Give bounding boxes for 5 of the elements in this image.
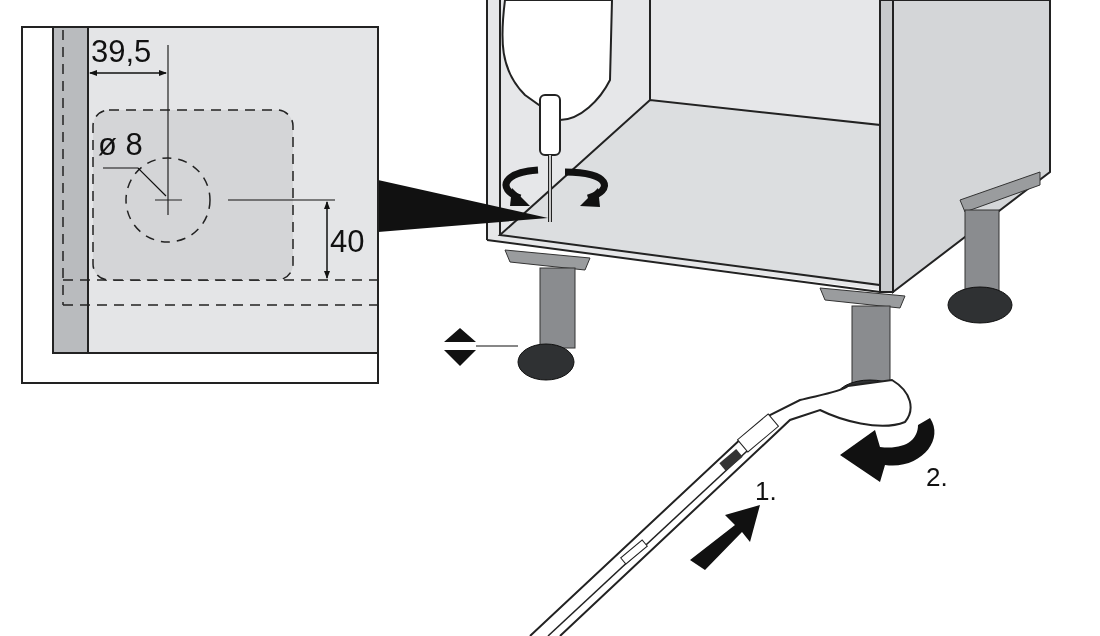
step-number: 1. bbox=[755, 478, 777, 504]
dimension-label: 40 bbox=[330, 226, 365, 257]
step-number: 2. bbox=[926, 464, 948, 490]
dimension-label: 39,5 bbox=[91, 36, 152, 67]
dimension-label: ø 8 bbox=[98, 129, 143, 160]
